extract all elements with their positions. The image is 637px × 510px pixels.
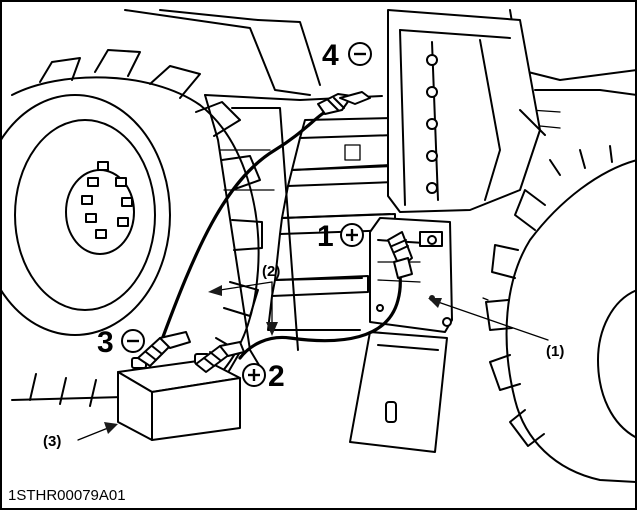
terminal-label-step3: 3 — [97, 326, 145, 359]
cab-pillar — [387, 9, 546, 213]
terminal-label-step4: 4 — [322, 39, 372, 72]
hub-bolts — [81, 161, 133, 239]
clamp-step2-helper-positive — [195, 341, 245, 373]
callout-battery-cover: (1) — [546, 343, 564, 360]
callout-helper-battery: (3) — [43, 433, 61, 450]
figure-code: 1STHR00079A01 — [8, 487, 126, 504]
callout-booster-cables: (2) — [262, 263, 280, 280]
clamp-step4-frame — [317, 91, 371, 115]
booster-cables — [158, 108, 402, 360]
terminal-label-step2: 2 — [242, 360, 285, 393]
step2-number: 2 — [268, 360, 285, 393]
right-tire — [485, 145, 637, 483]
step1-number: 1 — [317, 220, 334, 253]
leader-lines — [77, 281, 549, 441]
clamp-step1-battery — [387, 231, 413, 279]
step4-number: 4 — [322, 39, 339, 72]
step3-number: 3 — [97, 326, 114, 359]
terminal-label-step1: 1 — [317, 220, 364, 253]
clamp-step3-helper-negative — [137, 331, 191, 367]
